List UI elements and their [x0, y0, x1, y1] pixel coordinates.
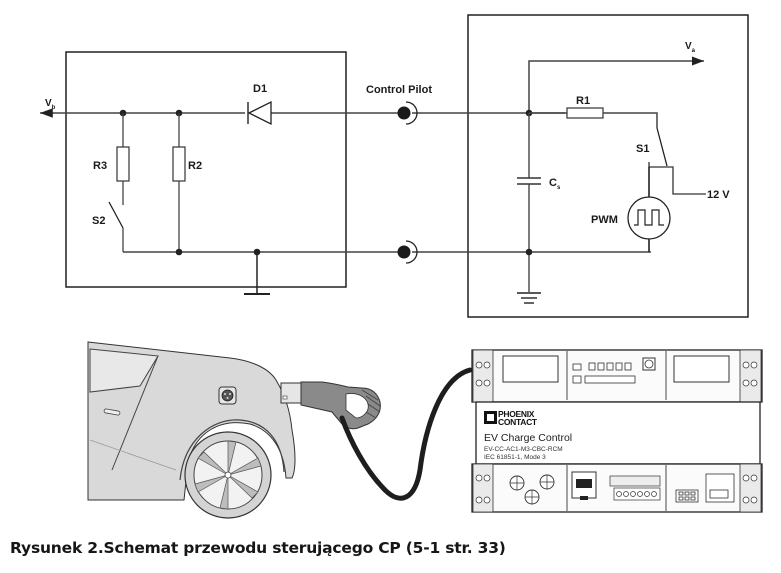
resistor-r1: [566, 107, 604, 119]
door-handle-icon: [103, 408, 121, 416]
control-pilot-label: Control Pilot: [366, 84, 432, 96]
cable-gland-icons: [509, 474, 555, 505]
d1-label: D1: [253, 83, 267, 95]
pwm-source-icon: [627, 196, 671, 240]
device-model: EV-CC-AC1-M3-CBC-RCM: [484, 446, 563, 453]
illustration: PHOENIX CONTACT EV Charge Control EV-CC-…: [87, 341, 763, 519]
display-window-left: [502, 355, 559, 383]
schematic: Vb D1 R3 S2 R2: [40, 14, 749, 318]
charging-cable: [339, 367, 473, 501]
ethernet-port-icon: [571, 471, 597, 500]
vb-label: Vb: [45, 98, 56, 111]
earth-ground-icon: [517, 292, 541, 304]
va-label: Va: [685, 41, 696, 54]
r3-label: R3: [93, 160, 107, 172]
chassis-ground-icon: [244, 252, 270, 295]
diode-d1: [247, 100, 272, 126]
car-illustration: [87, 341, 296, 519]
switch-s2: [108, 201, 124, 229]
switch-s1: [656, 127, 668, 167]
svg-text:PHOENIX: PHOENIX: [498, 409, 535, 419]
led-indicators: [572, 362, 636, 384]
capacitor-cs: [517, 177, 541, 185]
s1-label: S1: [636, 143, 649, 155]
device-title: EV Charge Control: [484, 432, 572, 444]
pwm-label: PWM: [591, 214, 618, 226]
wheel-icon: [184, 431, 272, 519]
resistor-r2: [172, 146, 186, 182]
terminal-block: [609, 475, 661, 501]
junction-dot: [175, 248, 183, 256]
phoenix-contact-logo: PHOENIX CONTACT: [484, 409, 538, 427]
figure-caption: Rysunek 2.Schemat przewodu sterującego C…: [10, 539, 506, 557]
pe-contact: [397, 240, 418, 264]
control-pilot-contact: [397, 101, 418, 125]
supply-12v-label: 12 V: [707, 189, 730, 201]
svg-text:CONTACT: CONTACT: [498, 417, 538, 427]
car-window: [89, 348, 159, 393]
resistor-r3: [116, 146, 130, 182]
r1-label: R1: [576, 95, 590, 107]
va-wire: [528, 56, 704, 113]
connector-header-icon: [675, 473, 735, 503]
device-standard: IEC 61851-1, Mode 3: [484, 454, 546, 461]
charge-port-icon: [218, 386, 237, 405]
vehicle-box: [65, 51, 347, 288]
junction-dot: [525, 248, 533, 256]
s2-label: S2: [92, 215, 105, 227]
r2-label: R2: [188, 160, 202, 172]
charger-box: [467, 14, 749, 318]
charging-plug-icon: [280, 381, 381, 430]
display-window-right: [673, 355, 730, 383]
cs-label: Cs: [549, 177, 561, 191]
ev-charge-control-device: PHOENIX CONTACT EV Charge Control EV-CC-…: [471, 349, 763, 513]
